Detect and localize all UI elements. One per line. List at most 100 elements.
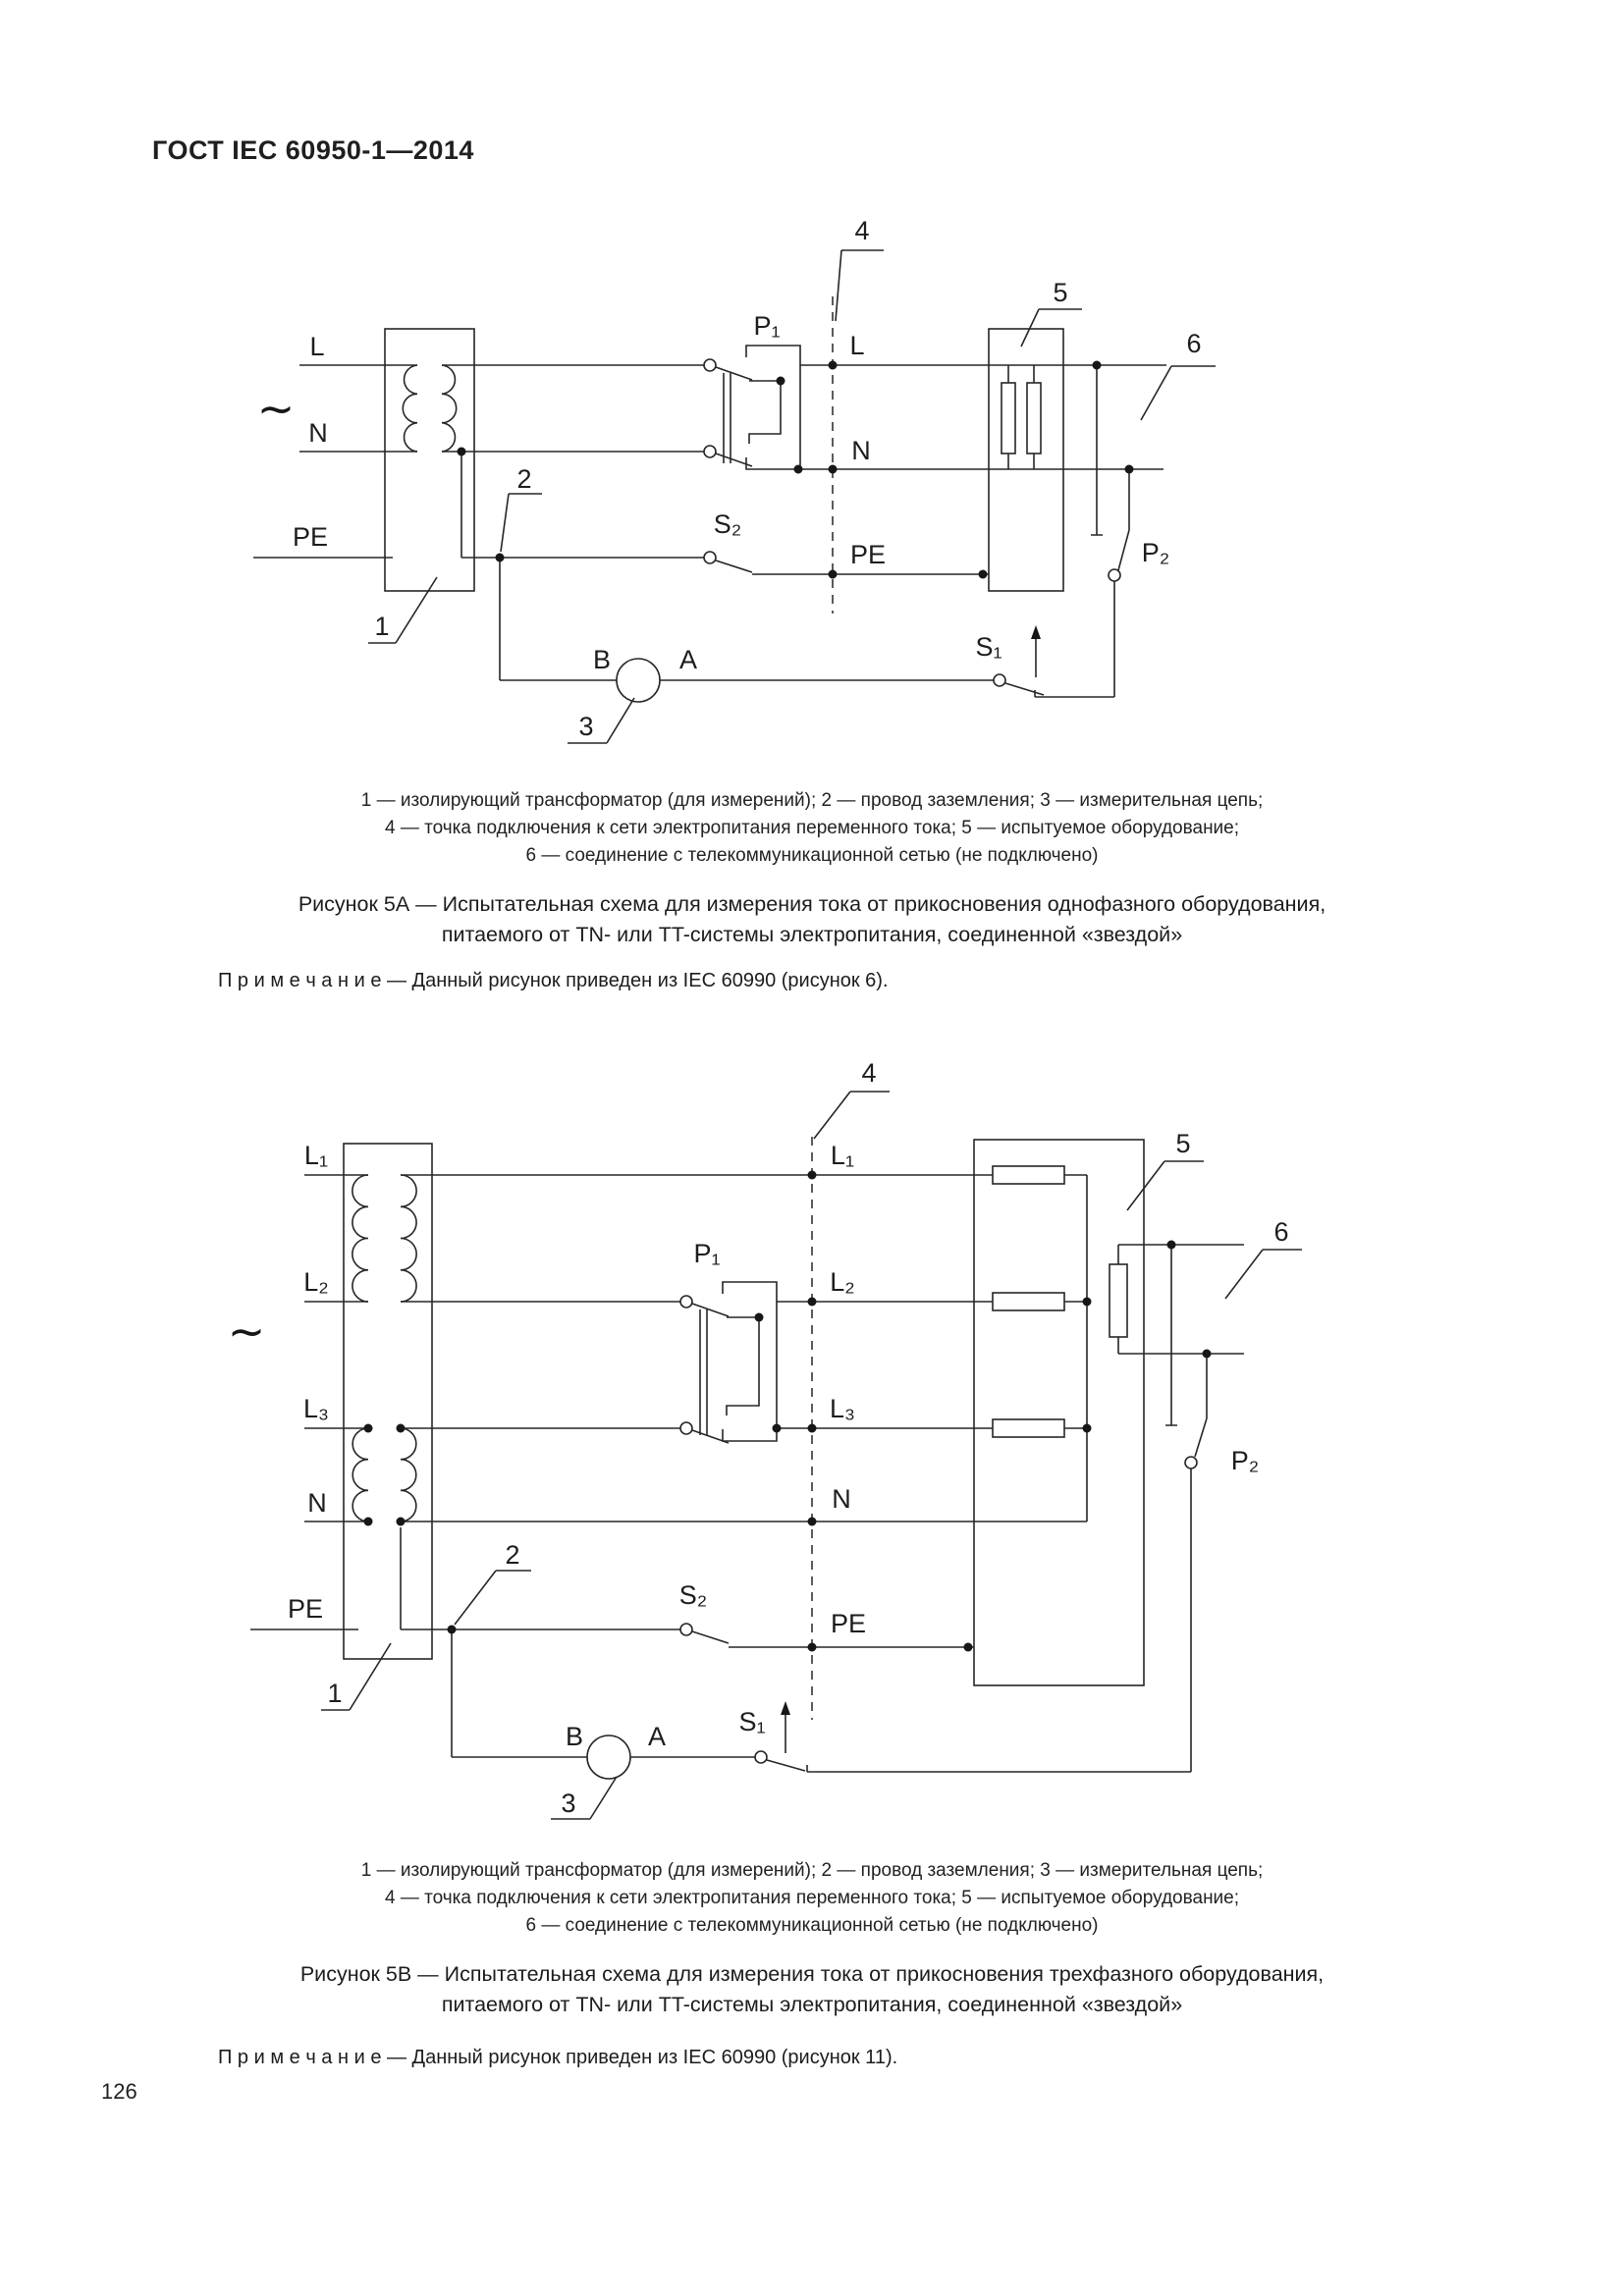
l2-out-label: L₂ (830, 1267, 855, 1297)
eut-resistor (1001, 382, 1016, 454)
figure-5b-title: Рисунок 5В — Испытательная схема для изм… (0, 1959, 1624, 2020)
junction-dot (447, 1625, 457, 1634)
title-line: Рисунок 5В — Испытательная схема для изм… (299, 1962, 1325, 1986)
figure-5b-note: П р и м е ч а н и е — Данный рисунок при… (218, 2047, 898, 2068)
junction-dot (495, 553, 505, 562)
caption-line: 6 — соединение с телекоммуникационной се… (525, 845, 1099, 866)
equipment-under-test-box (973, 1139, 1145, 1686)
caption-line: 4 — точка подключения к сети электропита… (384, 1888, 1240, 1908)
junction-dot (754, 1312, 764, 1322)
ref-2: 2 (516, 464, 531, 494)
ac-source-symbol: ~ (257, 382, 296, 435)
junction-dot (807, 1642, 817, 1652)
figure-5a-diagram: ~ L N PE L N PE P₁ S₂ S₁ P₂ B A 1 2 3 4 … (253, 216, 1216, 744)
ref-3: 3 (561, 1789, 575, 1818)
switch-contact (1108, 568, 1121, 582)
p1-probe-symbol (722, 1281, 778, 1442)
switch-contact (1184, 1456, 1198, 1469)
meter-b-label: B (566, 1722, 583, 1751)
p2-label: P₂ (1142, 538, 1170, 567)
line-out-label: L (849, 331, 864, 360)
switch-contact (679, 1623, 693, 1636)
junction-dot (1082, 1297, 1092, 1307)
measuring-instrument-circle (616, 658, 661, 703)
telecom-port-resistor (1109, 1263, 1128, 1338)
pe-label: PE (288, 1594, 323, 1624)
title-line: питаемого от TN- или TT-системы электроп… (441, 923, 1183, 946)
s1-arrow-head (781, 1701, 790, 1715)
junction-dot (1166, 1240, 1176, 1250)
switch-contact (703, 358, 717, 372)
pe-label: PE (293, 522, 328, 552)
isolating-transformer-box (384, 328, 475, 592)
reference-leader-lines (321, 1091, 1302, 1820)
reference-leader-lines (368, 249, 1216, 744)
switch-contact (703, 551, 717, 564)
page-number: 126 (101, 2079, 137, 2104)
ref-5: 5 (1053, 278, 1067, 307)
junction-dot (1124, 464, 1134, 474)
p2-label: P₂ (1231, 1446, 1260, 1475)
meter-a-label: A (679, 645, 697, 674)
junction-dot (828, 360, 838, 370)
eut-resistor (992, 1292, 1065, 1311)
circuit-wiring (250, 1174, 1244, 1773)
ref-6: 6 (1186, 329, 1201, 358)
l3-out-label: L₃ (830, 1394, 855, 1423)
junction-dot (978, 569, 988, 579)
eut-resistor (1026, 382, 1042, 454)
figure-5b-diagram: ~ L₁ L₂ L₃ N PE L₁ L₂ L₃ N PE P₁ S₂ S₁ P… (228, 1058, 1302, 1820)
junction-dot (1202, 1349, 1212, 1359)
caption-line: 6 — соединение с телекоммуникационной се… (525, 1915, 1099, 1936)
junction-dot (807, 1170, 817, 1180)
figure-5a-title: Рисунок 5А — Испытательная схема для изм… (0, 889, 1624, 950)
caption-line: 1 — изолирующий трансформатор (для измер… (360, 1860, 1264, 1881)
ref-1: 1 (327, 1679, 342, 1708)
figure-5a-note: П р и м е ч а н и е — Данный рисунок при… (218, 970, 889, 991)
pe-out-label: PE (831, 1609, 866, 1638)
p1-probe-symbol (745, 345, 801, 470)
l2-label: L₂ (303, 1267, 329, 1297)
ref-3: 3 (578, 712, 593, 741)
neutral-label: N (307, 1488, 327, 1518)
title-line: Рисунок 5А — Испытательная схема для изм… (298, 892, 1326, 916)
junction-dot (793, 464, 803, 474)
junction-dot (363, 1423, 373, 1433)
measuring-instrument-circle (586, 1735, 631, 1780)
s2-label: S₂ (714, 509, 742, 539)
neutral-out-label: N (832, 1484, 851, 1514)
eut-resistor (992, 1165, 1065, 1185)
s1-label: S₁ (975, 632, 1001, 662)
switch-contact (703, 445, 717, 458)
junction-dot (457, 447, 466, 456)
junction-dot (396, 1517, 406, 1526)
junction-dot (807, 1297, 817, 1307)
p1-label: P₁ (693, 1239, 720, 1268)
ref-4: 4 (861, 1058, 876, 1088)
ref-1: 1 (374, 612, 389, 641)
l1-out-label: L₁ (831, 1141, 854, 1170)
switch-contact (679, 1295, 693, 1308)
figure-5b-caption: 1 — изолирующий трансформатор (для измер… (0, 1857, 1624, 1940)
ref-4: 4 (854, 216, 869, 245)
circuit-wiring (253, 364, 1166, 698)
transformer-secondary-winding (441, 364, 458, 453)
transformer-primary-winding (402, 364, 418, 453)
p1-label: P₁ (753, 311, 780, 341)
line-label: L (309, 332, 324, 361)
neutral-out-label: N (851, 436, 871, 465)
junction-dot (1082, 1423, 1092, 1433)
meter-a-label: A (648, 1722, 666, 1751)
junction-dot (963, 1642, 973, 1652)
junction-dot (772, 1423, 782, 1433)
junction-dot (363, 1517, 373, 1526)
transformer-secondary-winding (400, 1174, 417, 1522)
title-line: питаемого от TN- или TT-системы электроп… (441, 1993, 1183, 2016)
pe-out-label: PE (850, 540, 886, 569)
switch-contact (993, 673, 1006, 687)
s1-label: S₁ (738, 1707, 765, 1736)
caption-line: 1 — изолирующий трансформатор (для измер… (360, 790, 1264, 811)
ref-2: 2 (505, 1540, 519, 1570)
